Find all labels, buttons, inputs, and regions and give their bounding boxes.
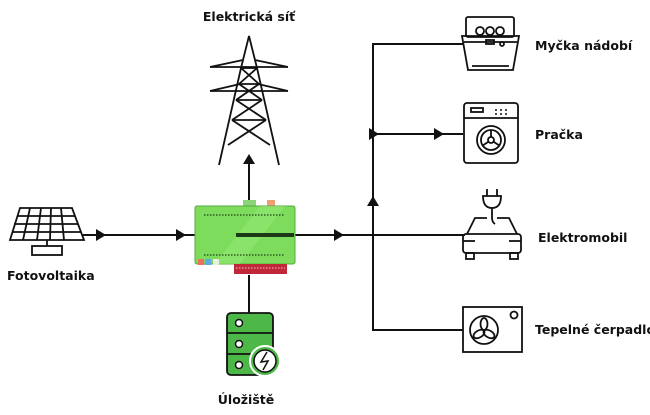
electric-car-icon (462, 189, 522, 260)
appliance-bus (372, 43, 463, 331)
arrow-right-icon (334, 229, 344, 241)
arrows (96, 128, 444, 241)
arrow-right-icon (434, 128, 444, 140)
solar-panel-icon (8, 207, 86, 256)
heat-pump-icon (462, 306, 523, 353)
dishwasher-icon (460, 16, 521, 71)
arrow-right-icon (369, 128, 379, 140)
label-grid: Elektrická síť (202, 9, 296, 24)
label-ev: Elektromobil (538, 230, 628, 245)
arrow-right-icon (96, 229, 106, 241)
controller-device (194, 200, 296, 274)
label-storage: Úložiště (217, 392, 275, 407)
label-washer: Pračka (535, 127, 583, 142)
washing-machine-icon (463, 102, 519, 164)
battery-storage-icon (226, 312, 281, 377)
arrow-right-icon (176, 229, 186, 241)
label-dishwasher: Myčka nádobí (535, 38, 633, 53)
label-pv: Fotovoltaika (7, 268, 95, 283)
arrow-up-icon (243, 154, 255, 164)
arrow-up-icon (367, 196, 379, 206)
power-tower-icon (209, 35, 289, 166)
label-heatpump: Tepelné čerpadlo (535, 322, 650, 337)
